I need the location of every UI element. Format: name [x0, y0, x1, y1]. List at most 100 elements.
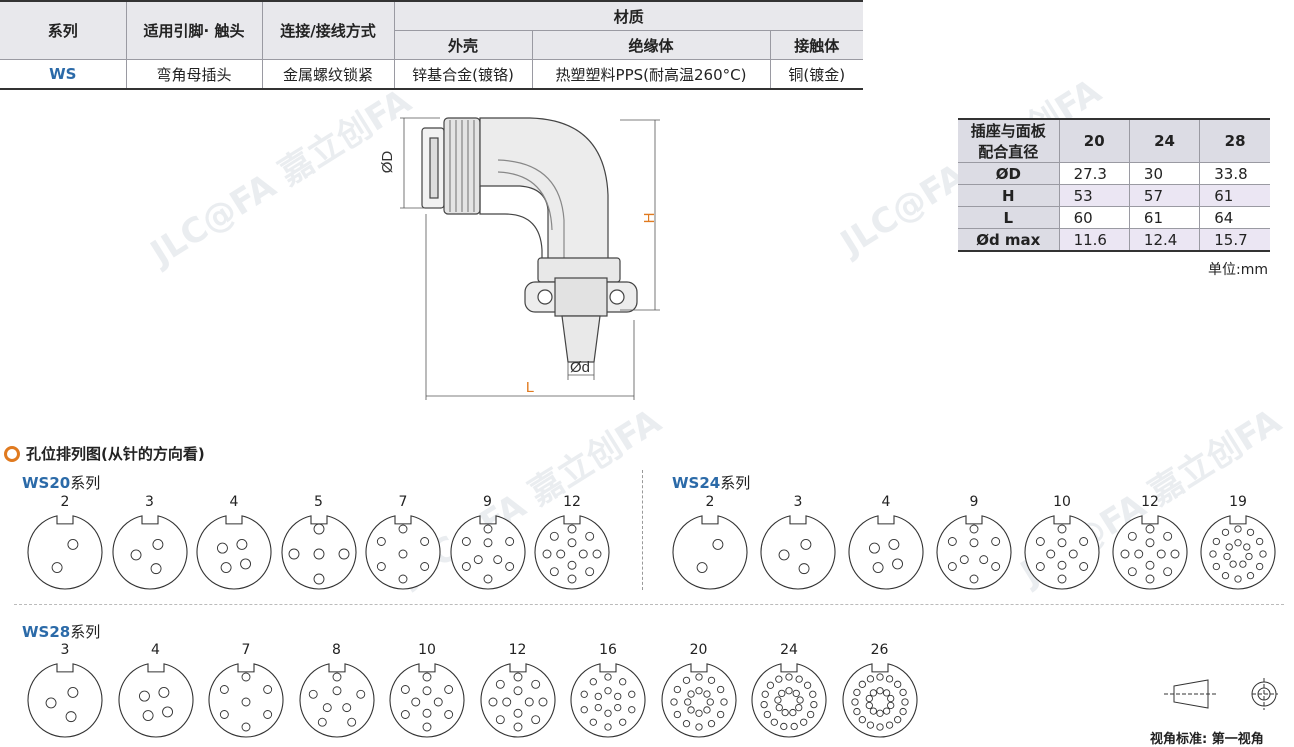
- pin-hole: [219, 685, 229, 694]
- pin-hole: [1068, 549, 1078, 559]
- pin-hole: [461, 562, 471, 571]
- pin-hole: [567, 524, 577, 534]
- pin-hole: [947, 537, 957, 546]
- pin-hole: [682, 720, 690, 728]
- pin-hole: [875, 687, 884, 695]
- series-title-ws20: WS20系列: [22, 474, 101, 492]
- pin-hole: [1243, 543, 1251, 551]
- pin-layout-diagram: [1024, 515, 1100, 590]
- pin-layout-diagram: [449, 515, 526, 590]
- pin-layout-diagram: [760, 515, 836, 590]
- dim-label-d: Ød: [570, 359, 590, 376]
- pin-hole: [604, 687, 612, 695]
- pin-hole: [398, 524, 408, 534]
- pin-hole: [1163, 567, 1173, 577]
- pin-layout-diagram: [196, 515, 272, 590]
- series-title-ws24: WS24系列: [672, 474, 751, 492]
- pin-hole: [795, 703, 803, 712]
- pin-hole: [138, 690, 150, 702]
- header-contact: 接触体: [769, 30, 863, 60]
- pin-hole: [398, 549, 408, 559]
- pin-hole: [1057, 524, 1067, 534]
- pin-layout-diagram: [365, 515, 441, 590]
- pin-hole: [694, 709, 703, 717]
- cell-shell: 锌基合金(镀铬): [393, 59, 533, 90]
- pin-hole: [1209, 550, 1217, 558]
- pin-hole: [161, 706, 173, 718]
- pin-hole: [1035, 562, 1045, 571]
- pin-hole: [789, 708, 797, 717]
- pin-hole: [614, 703, 622, 712]
- pin-count-label: 3: [793, 494, 803, 510]
- pin-hole: [585, 567, 595, 577]
- pin-hole: [712, 538, 724, 550]
- pin-layout-diagram: [1112, 515, 1188, 590]
- pin-hole: [1234, 525, 1242, 533]
- pin-hole: [241, 722, 251, 732]
- pin-count-label: 16: [599, 642, 617, 658]
- pin-hole: [444, 710, 454, 719]
- dim-cell: 53: [1058, 184, 1130, 207]
- pin-layout-diagram: [117, 663, 194, 738]
- pin-hole: [858, 716, 866, 724]
- pin-hole: [716, 710, 724, 719]
- pin-count-label: 3: [60, 642, 70, 658]
- pin-hole: [1221, 572, 1230, 580]
- pin-hole: [770, 718, 778, 726]
- pin-hole: [979, 555, 989, 565]
- pin-hole: [604, 709, 612, 717]
- pin-count-label: 2: [705, 494, 715, 510]
- pin-hole: [542, 549, 552, 559]
- pin-count-label: 3: [145, 494, 154, 510]
- dim-row-label: H: [958, 184, 1060, 207]
- pin-hole: [142, 710, 154, 722]
- header-pins: 适用引脚· 触头: [125, 0, 263, 60]
- pin-hole: [702, 706, 711, 714]
- pin-hole: [869, 707, 877, 715]
- pin-hole: [567, 574, 577, 584]
- pin-hole: [1156, 549, 1166, 559]
- pin-hole: [669, 698, 678, 706]
- pin-hole: [483, 574, 492, 584]
- pin-hole: [991, 537, 1001, 546]
- row-divider: [14, 604, 1284, 605]
- header-series: 系列: [0, 0, 127, 60]
- dim-header-col: 28: [1199, 118, 1270, 163]
- pin-hole: [694, 687, 703, 695]
- pin-hole: [763, 710, 771, 719]
- pin-hole: [898, 707, 907, 716]
- pin-count-label: 12: [1141, 494, 1159, 510]
- pin-hole: [1223, 552, 1231, 561]
- pin-hole: [433, 697, 443, 707]
- pin-hole: [1120, 549, 1130, 559]
- first-angle-symbol: [1164, 678, 1278, 710]
- pin-hole: [682, 676, 690, 684]
- pin-hole: [220, 562, 232, 574]
- pin-layout-diagram: [280, 515, 357, 590]
- pin-hole: [604, 673, 612, 681]
- pin-hole: [614, 692, 622, 701]
- pin-hole: [288, 548, 299, 560]
- pin-hole: [1079, 537, 1089, 546]
- pin-hole: [513, 672, 522, 682]
- pin-hole: [216, 542, 228, 554]
- pin-hole: [775, 703, 783, 712]
- pin-hole: [673, 710, 681, 719]
- dim-cell: 61: [1128, 206, 1201, 229]
- pin-hole: [969, 524, 979, 534]
- dim-label-D: ØD: [380, 151, 396, 174]
- pin-hole: [400, 685, 410, 694]
- pin-hole: [157, 686, 169, 698]
- pin-hole: [422, 686, 432, 696]
- pin-count-label: 10: [1053, 494, 1071, 510]
- pin-hole: [852, 688, 861, 697]
- dim-label-H: H: [641, 213, 658, 224]
- pin-hole: [969, 574, 979, 584]
- pin-hole: [898, 688, 907, 697]
- pin-hole: [785, 673, 793, 681]
- dim-cell: 30: [1128, 162, 1201, 185]
- pin-hole: [947, 562, 957, 571]
- pin-hole: [422, 722, 432, 732]
- pin-hole: [780, 722, 788, 731]
- pin-hole: [461, 537, 471, 546]
